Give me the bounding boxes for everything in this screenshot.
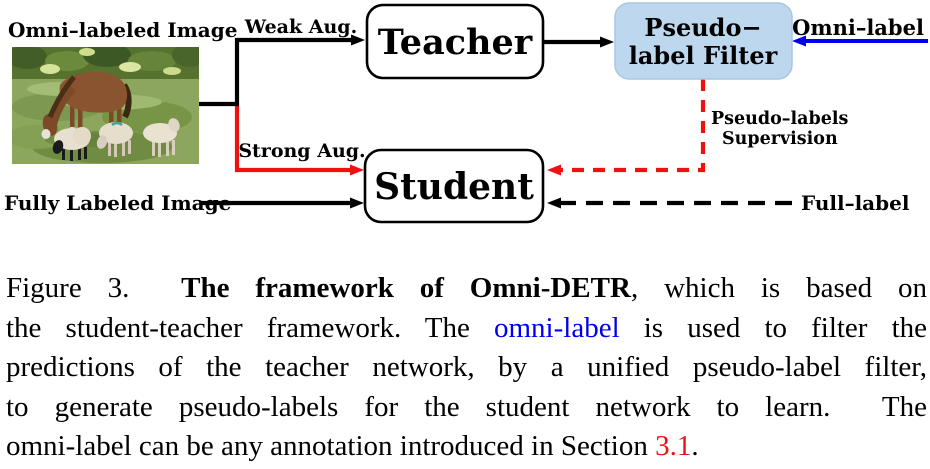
pseudo-label-filter-box [614, 2, 793, 80]
weak-aug-arrow [199, 37, 351, 107]
caption-text: omni-label can be any annotation introdu… [6, 430, 656, 462]
caption-line-1: Figure 3. The framework of Omni-DETR, wh… [6, 269, 927, 309]
omni-label-text: Omni–label [792, 15, 924, 40]
pseudo-labels-supervision-line1: Pseudo–labels [711, 109, 849, 129]
caption-text: is used to filter the [619, 311, 927, 344]
weak-aug-arrowhead [351, 34, 365, 46]
omni-labeled-photo [12, 47, 199, 164]
section-reference-link[interactable]: 3.1 [655, 430, 692, 462]
sheep-illustration [52, 118, 180, 161]
fully-labeled-image-label: Fully Labeled Image [4, 191, 231, 215]
caption-text: Figure 3. [6, 272, 182, 304]
strong-aug-arrowhead [350, 164, 364, 176]
pseudo-label-supervision-arrow [561, 79, 706, 173]
student-box [363, 148, 545, 224]
student-box-label: Student [374, 166, 534, 208]
weak-aug-label: Weak Aug. [244, 16, 357, 38]
caption-line-3: predictions of the teacher network, by a… [6, 348, 927, 388]
pseudo-labels-supervision-line2: Supervision [722, 129, 838, 149]
strong-aug-arrow [234, 104, 350, 173]
full-label-arrowhead [547, 197, 561, 209]
omni-labeled-image-label: Omni–labeled Image [8, 18, 237, 42]
caption-line-4: to generate pseudo-labels for the studen… [6, 388, 927, 428]
framework-diagram: Omni–labeled Image [4, 2, 928, 224]
caption-text: to generate pseudo-labels for the studen… [6, 390, 927, 423]
omni-label-highlight: omni-label [494, 311, 620, 344]
pseudo-label-supervision-arrowhead [547, 164, 561, 176]
caption-text: predictions of the teacher network, by a… [6, 351, 927, 383]
caption-text: the student-teacher framework. The [6, 311, 494, 344]
strong-aug-label: Strong Aug. [238, 140, 365, 162]
caption-line-2: the student-teacher framework. The omni-… [6, 309, 927, 349]
caption-text: . [691, 430, 699, 462]
teacher-to-filter-arrowhead [600, 36, 614, 48]
teacher-box [365, 3, 545, 80]
omni-label-arrowhead [792, 35, 806, 47]
teacher-box-label: Teacher [378, 22, 533, 63]
caption-figure-title: The framework of Omni-DETR [181, 272, 631, 304]
full-label-text: Full–label [801, 191, 910, 215]
fully-labeled-arrowhead [350, 197, 364, 209]
figure-caption: Figure 3. The framework of Omni-DETR, wh… [0, 245, 930, 467]
pseudo-label-filter-label-line1: Pseudo− [644, 13, 761, 42]
caption-line-5: omni-label can be any annotation introdu… [6, 427, 927, 467]
pseudo-label-filter-label-line2: label Filter [629, 41, 778, 70]
caption-text: , which is based on [630, 272, 927, 304]
